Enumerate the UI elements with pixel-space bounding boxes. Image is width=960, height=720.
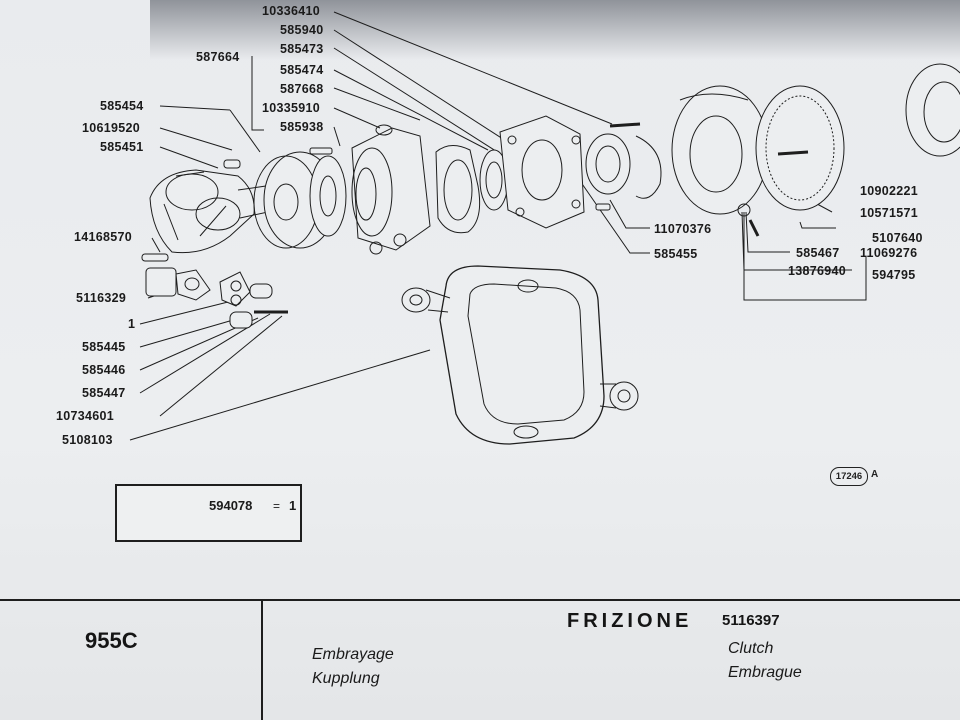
part-label: 5107640 [872,231,923,245]
part-label: 13876940 [788,264,847,278]
part-label: 10902221 [860,184,919,198]
part-label: 10335910 [262,101,321,115]
part-label: 585474 [280,63,324,77]
part-label: 10734601 [56,409,115,423]
part-label: 10571571 [860,206,919,220]
page-shadow [150,0,960,60]
part-label: 585454 [100,99,144,113]
part-label: 1 [128,317,136,331]
part-label: 585938 [280,120,324,134]
section-title-english: Clutch [728,640,774,657]
part-label: 11069276 [860,246,918,260]
part-label: 14168570 [74,230,133,244]
part-label: 585473 [280,42,324,56]
section-title-german: Kupplung [312,670,380,687]
part-label: 585445 [82,340,126,354]
section-title-spanish: Embrague [728,664,802,681]
section-title-italian: FRIZIONE [567,610,693,632]
part-label: 11070376 [654,222,712,236]
part-label: 587668 [280,82,324,96]
part-label: 585446 [82,363,126,377]
part-label: 585451 [100,140,144,154]
part-label: 585447 [82,386,126,400]
part-label: 587664 [196,50,240,64]
part-label: 594795 [872,268,916,282]
kit-equals-sign: = [273,499,281,513]
part-label: 585455 [654,247,698,261]
part-label: 5116329 [76,291,127,305]
kit-part-number: 594078 [209,498,253,513]
section-title-french: Embrayage [312,646,394,663]
part-label: 585940 [280,23,324,37]
kit-quantity: 1 [289,498,297,513]
part-label: 585467 [796,246,840,260]
repair-kit-box: 594078 = 1 [115,484,302,542]
part-label: 5108103 [62,433,113,447]
part-label: 10336410 [262,4,321,18]
section-group-code: 5116397 [722,612,780,629]
model-number: 955C [85,628,138,653]
drawing-reference-badge: 17246 [830,467,868,486]
part-label: 10619520 [82,121,141,135]
drawing-reference-suffix: A [871,469,879,480]
